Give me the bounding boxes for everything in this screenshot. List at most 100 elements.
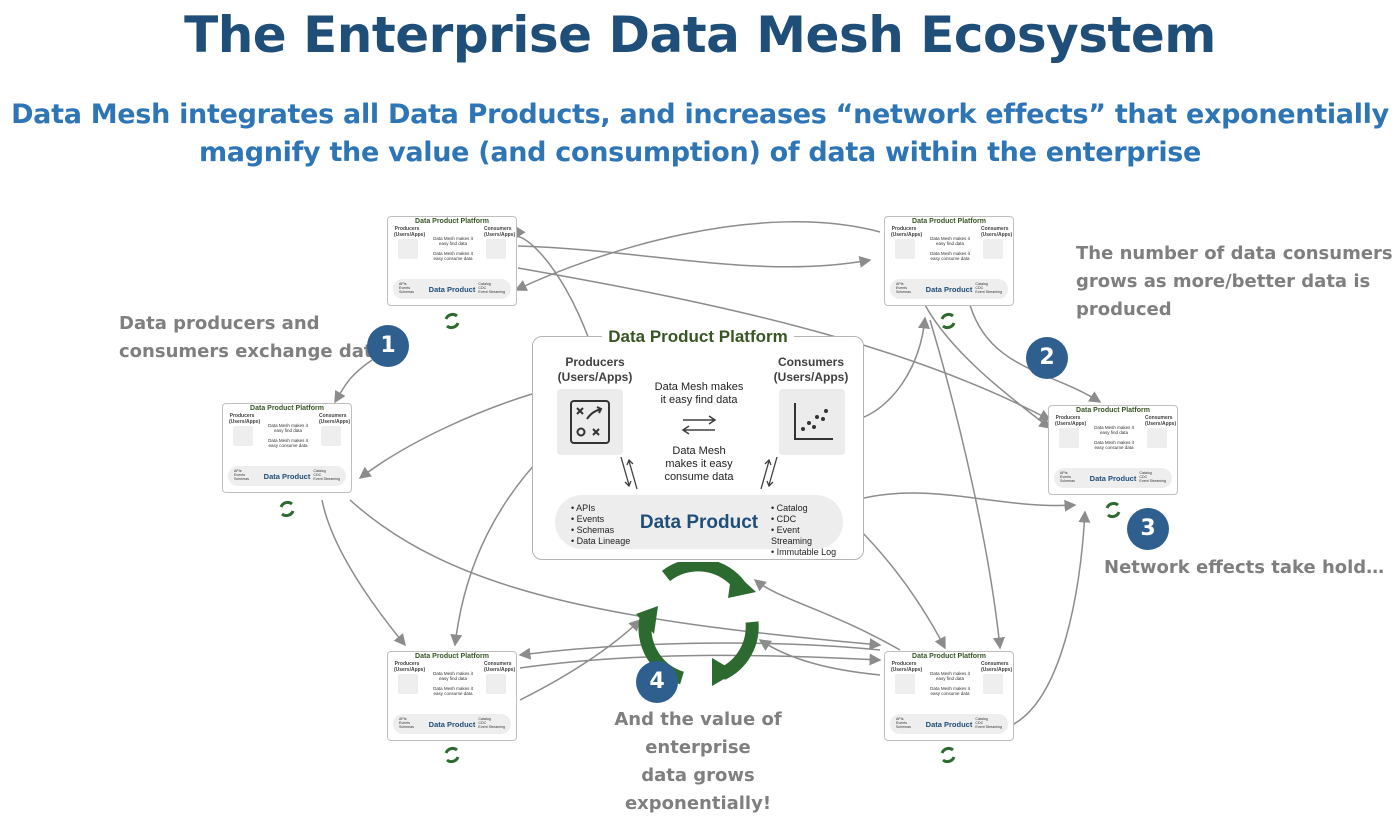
consumer-chart-icon bbox=[486, 239, 506, 259]
platform-bottom-left: Data Product Platform Producers (Users/A… bbox=[387, 651, 517, 741]
platform-middle-right: Data Product Platform Producers (Users/A… bbox=[1048, 405, 1178, 495]
consume-data-text: Data Mesh makes it easy consume data bbox=[268, 438, 308, 448]
data-product-pill: Data Product APIs Events Schemas Catalog… bbox=[393, 279, 511, 299]
data-product-left-list: APIs Events Schemas bbox=[399, 717, 414, 729]
consumers-label: Consumers (Users/Apps) bbox=[484, 661, 516, 673]
consumer-chart-icon bbox=[983, 239, 1003, 259]
consumers-label: Consumers (Users/Apps) bbox=[484, 226, 516, 238]
arrow-p3-to-p4 bbox=[321, 499, 406, 647]
note-network-effects: Network effects take hold… bbox=[1104, 557, 1385, 578]
step-badge-3: 3 bbox=[1127, 508, 1169, 550]
step-badge-2: 2 bbox=[1026, 337, 1068, 379]
arrow-p4-to-p5 bbox=[519, 653, 882, 669]
find-data-text: Data Mesh makes it easy find data bbox=[433, 236, 473, 246]
connection-arrows bbox=[321, 221, 1102, 726]
data-product-pill: Data Product APIs Events Schemas Catalog… bbox=[890, 279, 1008, 299]
arrow-p3-to-p5 bbox=[349, 499, 882, 651]
data-product-pill: Data Product APIs Events Schemas Catalog… bbox=[1054, 468, 1172, 488]
central-consumers-label: Consumers (Users/Apps) bbox=[773, 355, 849, 384]
platform-title: Data Product Platform bbox=[912, 653, 986, 660]
step-badge-4: 4 bbox=[636, 661, 678, 703]
arrow-p2-to-p5 bbox=[929, 319, 1005, 650]
producer-product-arrows-icon bbox=[620, 456, 638, 490]
step-badge-1: 1 bbox=[367, 325, 409, 367]
producer-icon bbox=[398, 674, 418, 694]
arrow-p1-to-p2 bbox=[517, 245, 872, 268]
arrow-p2-to-p1 bbox=[514, 221, 881, 291]
exchange-arrows-icon bbox=[681, 415, 717, 435]
data-product-right-list: Catalog CDC Event Streaming bbox=[478, 717, 505, 729]
central-data-product-platform: Data Product Platform Producers (Users/A… bbox=[532, 327, 864, 560]
arrow-p1-to-p3 bbox=[334, 359, 373, 404]
central-find-data-text: Data Mesh makes it easy find data bbox=[654, 381, 744, 406]
data-product-label: Data Product bbox=[1089, 474, 1137, 483]
arrow-center-to-p1 bbox=[514, 225, 591, 343]
platform-title: Data Product Platform bbox=[912, 218, 986, 225]
subtitle-line-2: magnify the value (and consumption) of d… bbox=[198, 137, 1202, 168]
note-producers-consumers: Data producers and consumers exchange da… bbox=[119, 313, 385, 362]
arrow-center-to-p2 bbox=[855, 316, 930, 421]
central-left-feature-list: APIs Events Schemas Data Lineage bbox=[571, 503, 630, 547]
find-data-text: Data Mesh makes it easy find data bbox=[268, 423, 308, 433]
arrow-p5-to-center bbox=[753, 579, 901, 651]
producers-label: Producers (Users/Apps) bbox=[891, 226, 923, 238]
arrow-center-to-p3 bbox=[358, 393, 533, 479]
arrow-p2-to-p6b bbox=[969, 304, 1102, 403]
cycle-icon bbox=[940, 746, 956, 764]
find-data-text: Data Mesh makes it easy find data bbox=[930, 236, 970, 246]
data-product-left-list: APIs Events Schemas bbox=[896, 282, 911, 294]
data-product-label: Data Product bbox=[428, 285, 476, 294]
find-data-text: Data Mesh makes it easy find data bbox=[433, 671, 473, 681]
page-subtitle: Data Mesh integrates all Data Products, … bbox=[0, 96, 1400, 172]
central-producers-label: Producers (Users/Apps) bbox=[557, 355, 633, 384]
find-data-text: Data Mesh makes it easy find data bbox=[1094, 425, 1134, 435]
arrow-p4-to-cycle bbox=[519, 618, 642, 701]
find-data-text: Data Mesh makes it easy find data bbox=[930, 671, 970, 681]
consumers-label: Consumers (Users/Apps) bbox=[319, 413, 351, 425]
cycle-icon bbox=[279, 500, 295, 518]
consume-data-text: Data Mesh makes it easy consume data bbox=[930, 686, 970, 696]
consumer-chart-icon bbox=[486, 674, 506, 694]
arrow-p5-to-cycle bbox=[758, 639, 881, 676]
cycle-icon bbox=[1105, 501, 1121, 519]
platform-title: Data Product Platform bbox=[1076, 407, 1150, 414]
subtitle-line-1: Data Mesh integrates all Data Products, … bbox=[11, 99, 1389, 130]
central-consume-data-text: Data Mesh makes it easy consume data bbox=[664, 445, 734, 483]
cycle-icon bbox=[444, 746, 460, 764]
producer-icon bbox=[233, 426, 253, 446]
arrow-p5-to-p4 bbox=[518, 642, 881, 660]
platform-bottom-right: Data Product Platform Producers (Users/A… bbox=[884, 651, 1014, 741]
arrow-p1-to-p6 bbox=[517, 267, 1052, 421]
cycle-icon bbox=[444, 312, 460, 330]
platform-title: Data Product Platform bbox=[415, 653, 489, 660]
central-data-product-label: Data Product bbox=[639, 512, 759, 533]
arrow-center-to-p5 bbox=[855, 525, 946, 650]
arrow-center-to-p6 bbox=[855, 492, 1077, 512]
data-product-right-list: Catalog CDC Event Streaming bbox=[975, 282, 1002, 294]
producers-label: Producers (Users/Apps) bbox=[891, 661, 923, 673]
consumer-chart-icon bbox=[321, 426, 341, 446]
consumer-product-arrows-icon bbox=[760, 456, 778, 490]
central-right-feature-list: Catalog CDC Event Streaming Immutable Lo… bbox=[771, 503, 843, 558]
producer-icon bbox=[1059, 428, 1079, 448]
data-product-left-list: APIs Events Schemas bbox=[234, 469, 249, 481]
note-consumers-grow: The number of data consumers grows as mo… bbox=[1076, 243, 1393, 320]
data-product-pill: Data Product APIs Events Schemas Catalog… bbox=[228, 466, 346, 486]
consume-data-text: Data Mesh makes it easy consume data bbox=[433, 686, 473, 696]
consumer-chart-icon bbox=[779, 389, 845, 455]
data-product-right-list: Catalog CDC Event Streaming bbox=[313, 469, 340, 481]
consumer-chart-icon bbox=[983, 674, 1003, 694]
producers-label: Producers (Users/Apps) bbox=[229, 413, 261, 425]
platform-title: Data Product Platform bbox=[415, 218, 489, 225]
scatter-chart-icon bbox=[794, 403, 833, 440]
consumers-label: Consumers (Users/Apps) bbox=[981, 661, 1013, 673]
producer-icon bbox=[895, 239, 915, 259]
producers-label: Producers (Users/Apps) bbox=[394, 661, 426, 673]
platform-top-right: Data Product Platform Producers (Users/A… bbox=[884, 216, 1014, 306]
producers-label: Producers (Users/Apps) bbox=[1055, 415, 1087, 427]
data-product-label: Data Product bbox=[925, 720, 973, 729]
note-value-grows: And the value of enterprise data grows e… bbox=[614, 709, 782, 814]
producer-strategy-icon bbox=[557, 389, 623, 455]
data-product-label: Data Product bbox=[263, 472, 311, 481]
data-product-right-list: Catalog CDC Event Streaming bbox=[975, 717, 1002, 729]
